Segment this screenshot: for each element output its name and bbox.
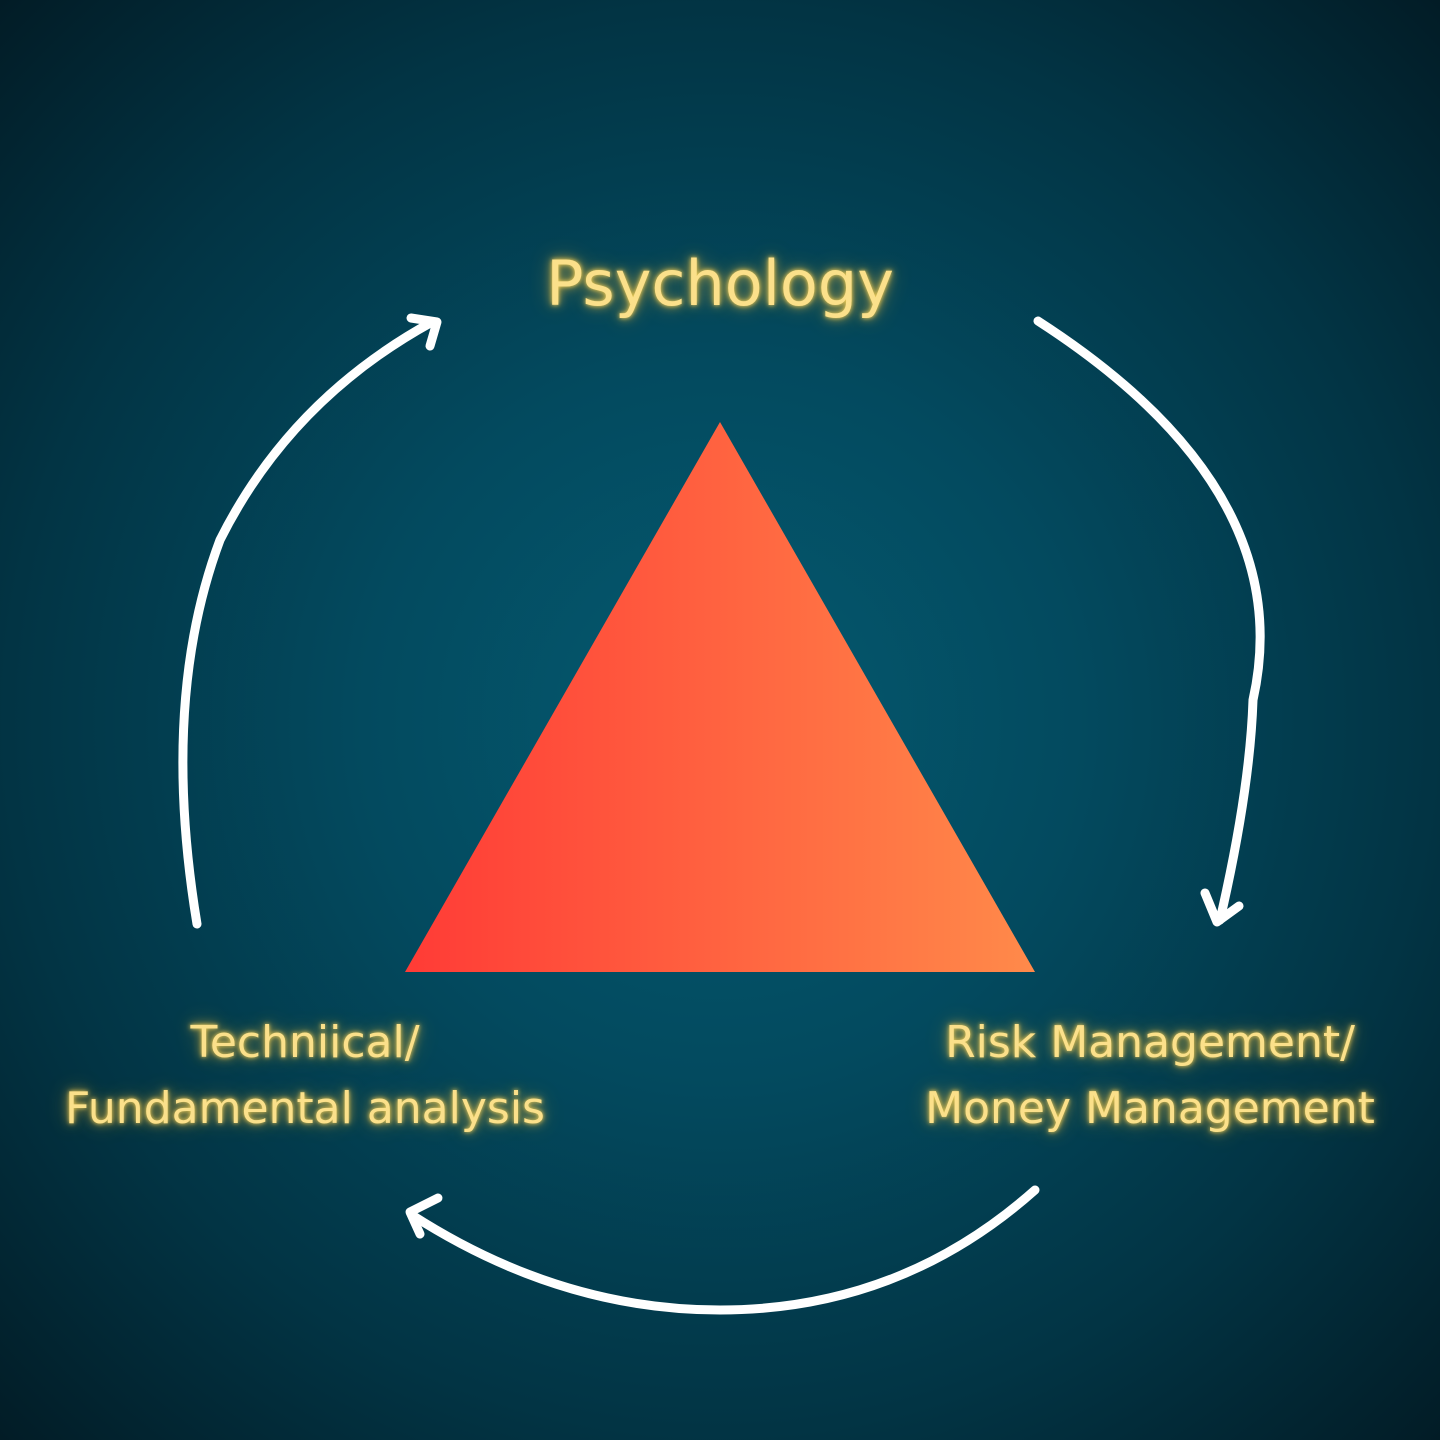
arrow-left-to-top <box>178 313 442 929</box>
node-risk-line2: Money Management <box>925 1083 1375 1134</box>
node-psychology-label: Psychology <box>546 247 894 320</box>
node-technical-analysis: Techniical/ Fundamental analysis <box>20 1010 590 1142</box>
node-psychology: Psychology <box>420 248 1020 320</box>
node-risk-management: Risk Management/ Money Management <box>880 1010 1420 1142</box>
arrow-top-to-right <box>1033 316 1265 927</box>
arrowhead-left <box>406 313 442 351</box>
node-technical-line1: Techniical/ <box>190 1017 420 1068</box>
node-risk-line1: Risk Management/ <box>945 1017 1355 1068</box>
arrowhead-bottom <box>405 1193 443 1239</box>
arrow-right-to-left <box>405 1185 1040 1315</box>
node-technical-line2: Fundamental analysis <box>65 1083 545 1134</box>
center-triangle <box>405 422 1035 972</box>
arrowhead-right <box>1200 888 1244 927</box>
